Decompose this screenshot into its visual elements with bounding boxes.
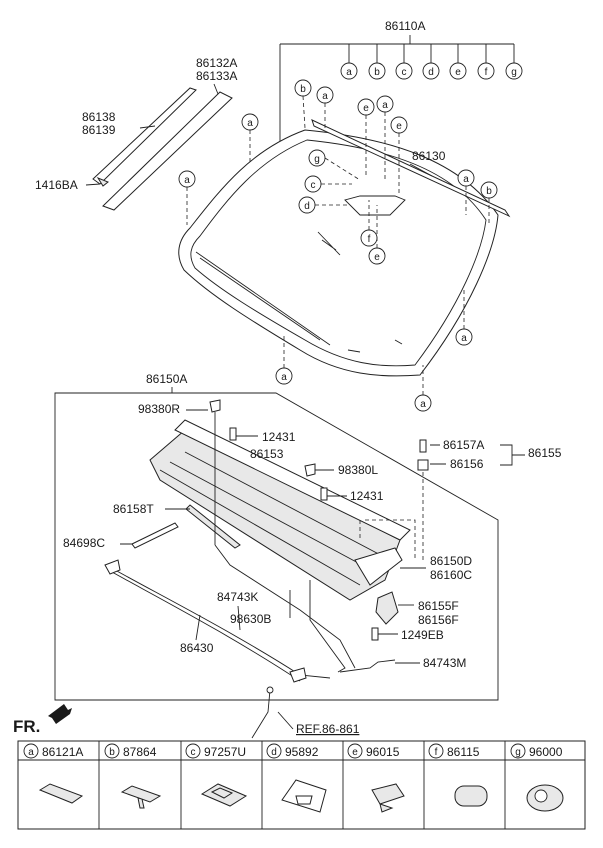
svg-text:b: b (374, 67, 380, 78)
mirror-mount-icon (371, 783, 405, 813)
camera-bracket-icon (281, 779, 327, 813)
svg-text:c: c (402, 67, 407, 78)
legend-part-97257U: 97257U (204, 745, 246, 759)
legend-cell-c: c 97257U (185, 743, 248, 807)
label-86138: 86138 (82, 110, 116, 124)
svg-text:f: f (368, 234, 371, 245)
svg-text:f: f (485, 67, 488, 78)
legend-cell-d: d 95892 (266, 743, 327, 813)
label-86430: 86430 (180, 641, 214, 655)
label-98380L: 98380L (338, 463, 378, 477)
windshield-glass (178, 119, 511, 377)
svg-text:f: f (435, 747, 438, 758)
svg-text:e: e (374, 252, 380, 263)
svg-text:e: e (455, 67, 461, 78)
legend-part-95892: 95892 (285, 745, 319, 759)
svg-text:b: b (109, 747, 115, 758)
label-86160C: 86160C (430, 568, 472, 582)
svg-text:d: d (271, 747, 277, 758)
svg-text:c: c (191, 747, 196, 758)
left-pillar-moldings: 86132A 86133A 86138 86139 1416BA (35, 56, 237, 211)
svg-text:a: a (28, 747, 34, 758)
cowl-callouts: 98380R 12431 86153 98380L 12431 86158T 8… (63, 399, 472, 683)
legend-part-96000: 96000 (529, 745, 563, 759)
spacer-pad-icon (38, 783, 84, 804)
label-86130: 86130 (412, 149, 446, 163)
label-86150D: 86150D (430, 554, 472, 568)
front-arrow-icon (48, 704, 72, 724)
label-86133A: 86133A (196, 69, 237, 83)
glass-callouts: 86130 b a a a e a e g c d f e a b a a a (178, 79, 498, 412)
svg-text:d: d (304, 201, 310, 212)
svg-text:a: a (322, 91, 328, 102)
windshield-assembly-bracket: 86110A a b c d e f g (279, 19, 523, 178)
label-86157A: 86157A (443, 438, 484, 452)
svg-text:a: a (463, 174, 469, 185)
button-pad-icon (454, 785, 488, 807)
legend-part-86121A: 86121A (42, 745, 83, 759)
legend-part-87864: 87864 (123, 745, 157, 759)
label-86156F: 86156F (418, 613, 459, 627)
reference-and-direction: REF.86-861 FR. (13, 686, 360, 739)
legend-cell-f: f 86115 (428, 743, 488, 807)
cowl-panel-assembly: 86150A (54, 372, 499, 701)
label-86132A: 86132A (196, 56, 237, 70)
legend-cell-b: b 87864 (104, 743, 162, 809)
svg-text:g: g (314, 154, 320, 165)
legend-cell-a: a 86121A (23, 743, 84, 804)
label-86139: 86139 (82, 123, 116, 137)
svg-text:c: c (311, 180, 316, 191)
washer-nozzle-callouts: 86157A 86155 86156 (359, 438, 562, 560)
svg-text:a: a (346, 67, 352, 78)
svg-text:e: e (396, 121, 402, 132)
legend-cell-e: e 96015 (347, 743, 405, 813)
label-86158T: 86158T (113, 502, 154, 516)
label-86155: 86155 (528, 446, 562, 460)
label-1416BA: 1416BA (35, 178, 78, 192)
svg-text:g: g (515, 747, 521, 758)
legend-cell-g: g 96000 (510, 743, 564, 812)
parts-legend-table: a 86121A b 87864 c 97257U d 95892 e 9601… (17, 740, 586, 830)
svg-text:a: a (461, 333, 467, 344)
svg-text:a: a (184, 175, 190, 186)
svg-text:b: b (486, 186, 492, 197)
label-86156: 86156 (450, 457, 484, 471)
svg-text:b: b (300, 84, 306, 95)
svg-text:a: a (247, 118, 253, 129)
label-REF: REF.86-861 (296, 722, 360, 736)
label-86153: 86153 (250, 447, 284, 461)
bracket-letter-circles: a b c d e f g (340, 62, 523, 80)
label-12431-upper: 12431 (262, 430, 296, 444)
label-84698C: 84698C (63, 536, 105, 550)
svg-text:a: a (420, 399, 426, 410)
clip-icon (120, 785, 162, 809)
svg-text:e: e (363, 103, 369, 114)
svg-text:a: a (382, 100, 388, 111)
label-98380R: 98380R (138, 402, 180, 416)
label-84743K: 84743K (217, 590, 258, 604)
legend-part-86115: 86115 (447, 745, 480, 759)
svg-text:e: e (352, 747, 358, 758)
svg-text:g: g (511, 67, 517, 78)
label-86155F: 86155F (418, 599, 459, 613)
label-FR: FR. (13, 717, 40, 736)
label-98630B: 98630B (230, 612, 271, 626)
svg-text:d: d (428, 67, 434, 78)
sensor-bracket-icon (200, 783, 248, 807)
legend-part-96015: 96015 (366, 745, 400, 759)
label-1249EB: 1249EB (401, 628, 444, 642)
label-84743M: 84743M (423, 656, 466, 670)
svg-text:a: a (281, 372, 287, 383)
label-86150A: 86150A (146, 372, 187, 386)
label-12431-lower: 12431 (350, 489, 384, 503)
label-86110A: 86110A (385, 19, 425, 33)
